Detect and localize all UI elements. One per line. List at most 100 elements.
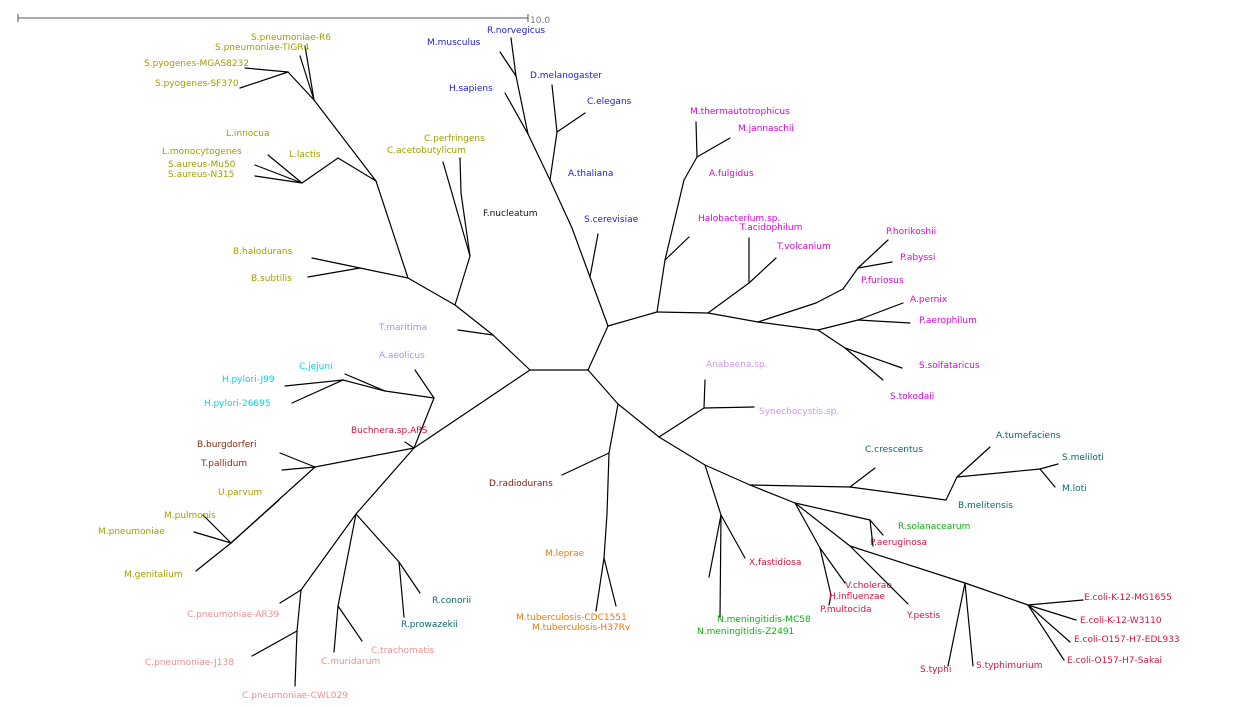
branch-48 — [748, 257, 777, 284]
branch-44 — [696, 137, 731, 158]
branch-93 — [606, 452, 610, 515]
taxon-label: S.tokodaii — [890, 392, 934, 402]
branch-100 — [703, 406, 755, 409]
branch-58 — [857, 319, 911, 324]
branch-113 — [1039, 463, 1059, 470]
branch-42 — [683, 156, 698, 181]
taxon-label: P.aerophilum — [919, 316, 977, 326]
branch-124 — [849, 545, 909, 605]
branch-9 — [459, 157, 462, 194]
branch-94 — [603, 513, 608, 559]
taxon-label: T.pallidum — [200, 459, 247, 469]
branch-57 — [857, 302, 904, 321]
taxon-label: P.horikoshii — [886, 227, 936, 237]
branch-46 — [707, 282, 750, 314]
taxon-label: N.meningitidis-Z2491 — [697, 627, 794, 637]
taxon-label: L.lactis — [289, 150, 321, 160]
branch-101 — [658, 436, 706, 466]
taxon-label: T.volcanium — [776, 242, 831, 252]
branch-79 — [355, 447, 415, 515]
taxon-label: S.typhi — [920, 665, 951, 675]
branch-132 — [1027, 604, 1065, 661]
branch-126 — [947, 582, 966, 667]
branch-131 — [1027, 604, 1071, 643]
taxon-label: C.pneumoniae-AR39 — [187, 610, 280, 620]
branch-103 — [720, 514, 746, 559]
branch-73 — [281, 466, 316, 471]
taxon-label: S.cerevisiae — [584, 215, 639, 225]
branch-54 — [857, 261, 893, 269]
taxon-label: U.parvum — [218, 488, 262, 498]
branch-96 — [595, 557, 605, 612]
taxon-label: A.thaliana — [568, 169, 613, 179]
branch-82 — [296, 589, 302, 632]
branch-95 — [603, 557, 617, 607]
branch-51 — [815, 288, 844, 304]
branch-114 — [1039, 468, 1056, 488]
taxon-label: M.tuberculosis-H37Rv — [532, 623, 631, 633]
branch-118 — [869, 519, 874, 547]
branch-30 — [549, 131, 558, 181]
taxon-label: M.leprae — [545, 549, 585, 559]
taxon-label: M.pneumoniae — [98, 527, 165, 537]
branch-91 — [608, 403, 619, 454]
taxon-label: C.pneumoniae-J138 — [145, 658, 234, 668]
branch-116 — [794, 502, 871, 521]
branch-10 — [407, 277, 456, 306]
taxon-label: R.solanacearum — [898, 522, 970, 532]
branch-53 — [857, 239, 889, 269]
taxon-label: L.monocytogenes — [162, 147, 242, 157]
branch-50 — [757, 302, 817, 323]
taxon-label: A.pernix — [910, 295, 948, 305]
taxon-label: C.elegans — [587, 97, 632, 107]
branch-81 — [279, 589, 302, 604]
branch-34 — [504, 92, 529, 135]
branch-117 — [869, 519, 884, 536]
branch-89 — [398, 561, 421, 594]
branch-65 — [384, 390, 435, 399]
taxon-label: S.solfataricus — [919, 361, 980, 371]
branch-67 — [342, 379, 386, 392]
scale-bar: 10.0 — [17, 14, 550, 26]
branch-111 — [956, 446, 991, 478]
branch-130 — [1027, 604, 1077, 621]
branch-70 — [404, 441, 415, 449]
branch-14 — [375, 180, 409, 279]
branch-52 — [842, 267, 859, 290]
branch-104 — [708, 514, 722, 578]
taxon-label: Buchnera.sp.APS — [351, 426, 428, 436]
branch-16 — [301, 157, 339, 184]
branch-40 — [664, 236, 690, 261]
branch-99 — [703, 379, 706, 409]
branch-112 — [956, 468, 1041, 478]
branch-19 — [254, 175, 303, 184]
branch-68 — [284, 379, 344, 387]
branch-83 — [251, 630, 298, 657]
branch-105 — [719, 514, 722, 618]
branch-69 — [291, 379, 344, 404]
taxon-label: M.pulmonis — [164, 511, 216, 521]
branch-45 — [656, 311, 709, 314]
branch-8 — [442, 161, 471, 257]
taxon-label: C.acetobutylicum — [387, 146, 466, 156]
taxon-label: D.radiodurans — [489, 479, 553, 489]
branch-18 — [254, 164, 303, 184]
taxon-label: N.meningitidis-MC58 — [717, 615, 811, 625]
branch-11 — [359, 267, 409, 279]
branch-76 — [202, 514, 232, 544]
branch-75 — [230, 499, 280, 544]
branch-26 — [589, 276, 609, 327]
taxon-label: M.loti — [1062, 484, 1087, 494]
taxon-label: T.acidophilum — [739, 223, 802, 233]
taxon-label: V.cholerae — [845, 581, 892, 591]
branch-36 — [499, 51, 517, 77]
branch-23 — [299, 55, 315, 101]
branch-35 — [515, 75, 529, 135]
branch-27 — [589, 233, 599, 278]
taxon-label: H.influenzae — [829, 592, 886, 602]
branch-15 — [337, 157, 377, 182]
taxon-label: C.pneumoniae-CWL029 — [242, 691, 348, 701]
taxon-label: R.prowazekii — [401, 620, 458, 630]
taxon-label: M.tuberculosis-CDC1551 — [516, 613, 627, 623]
